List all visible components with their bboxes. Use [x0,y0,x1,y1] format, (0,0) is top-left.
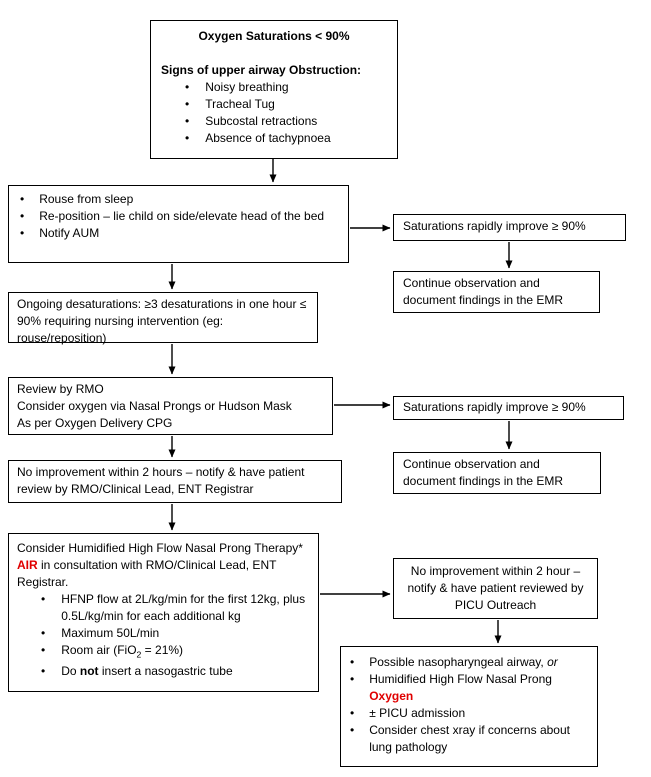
bullet-icon: • [41,643,46,657]
bullet-icon: • [20,192,25,206]
bullet-icon: • [20,209,25,223]
hfnp-air-highlight: AIR [17,558,38,572]
list-item-label: Re-position – lie child on side/elevate … [39,209,325,223]
npa-pre: Possible nasopharyngeal airway, [369,655,548,669]
flow-node-continue-obs-2: Continue observation and document findin… [393,452,601,494]
flow-node-ongoing-desaturations: Ongoing desaturations: ≥3 desaturations … [8,292,318,345]
bullet-icon: • [41,592,46,606]
list-item-label: Noisy breathing [205,80,289,94]
node-text: Saturations rapidly improve ≥ 90% [403,400,586,414]
flow-node-sats-improve-1: Saturations rapidly improve ≥ 90% [393,214,626,241]
list-item-label: Humidified High Flow Nasal Prong Oxygen [369,671,591,705]
list-item: • Consider chest xray if concerns about l… [347,722,591,756]
bullet-icon: • [350,655,355,669]
bullet-icon: • [185,114,190,128]
room-air-post: = 21%) [141,643,184,657]
list-item-label: Absence of tachypnoea [205,131,331,145]
list-item-label: Consider chest xray if concerns about lu… [369,723,570,754]
list-item: • Maximum 50L/min [17,625,310,642]
list-item: • HFNP flow at 2L/kg/min for the first 12… [17,591,310,625]
flow-node-escalation: • Possible nasopharyngeal airway, or • Hum… [340,646,598,767]
list-item-label: Tracheal Tug [205,97,275,111]
hfnp-oxygen-pre: Humidified High Flow Nasal Prong [369,672,552,686]
list-item: • Absence of tachypnoea [161,130,387,147]
spacer [161,45,387,62]
ngt-post: insert a nasogastric tube [98,664,233,679]
npa-or-italic: or [547,655,558,669]
flow-node-start: Oxygen Saturations < 90% Signs of upper … [150,20,398,159]
hfnp-text-pre: Consider Humidified High Flow Nasal Pron… [17,541,303,555]
room-air-subscript: 2 [136,649,142,660]
list-item: • Tracheal Tug [161,96,387,113]
list-item: • Do not insert a nasogastric tube [17,663,310,680]
bullet-icon: • [185,131,190,145]
list-item-label: Maximum 50L/min [61,626,160,640]
list-item: • Notify AUM [17,225,340,242]
list-item-label: Rouse from sleep [39,192,134,206]
list-item: • Humidified High Flow Nasal Prong Oxygen [347,671,591,705]
list-item-label: Notify AUM [39,226,100,240]
list-item-label: ± PICU admission [369,706,466,720]
node-text-line: As per Oxygen Delivery CPG [17,416,173,430]
node-text: Continue observation and document findin… [403,276,564,307]
hfnp-text-post: in consultation with RMO/Clinical Lead, … [17,558,277,589]
flow-node-rmo-review: Review by RMO Consider oxygen via Nasal … [8,377,333,435]
node-text-line: Consider oxygen via Nasal Prongs or Huds… [17,399,292,413]
list-item: • Room air (FiO2 = 21%) [17,642,310,663]
flow-node-sats-improve-2: Saturations rapidly improve ≥ 90% [393,396,624,420]
oxygen-highlight: Oxygen [369,689,414,703]
bullet-icon: • [350,706,355,720]
list-item-label: Room air (FiO2 = 21%) [61,642,183,663]
flow-node-hfnp-therapy: Consider Humidified High Flow Nasal Pron… [8,533,319,692]
list-item: • Re-position – lie child on side/elevate… [17,208,340,225]
bullet-icon: • [185,80,190,94]
flow-node-no-improvement-2hrs: No improvement within 2 hours – notify &… [8,460,342,503]
flow-node-picu-outreach: No improvement within 2 hour – notify & … [393,558,598,619]
list-item: • Possible nasopharyngeal airway, or [347,654,591,671]
list-item: • Noisy breathing [161,79,387,96]
ngt-bold: not [79,664,99,679]
bullet-icon: • [41,626,46,640]
bullet-icon: • [350,672,355,686]
node-text: No improvement within 2 hour – notify & … [407,564,584,612]
start-heading: Signs of upper airway Obstruction: [161,63,362,77]
node-text-line: Review by RMO [17,382,104,396]
node-text: Continue observation and document findin… [403,457,564,488]
flow-node-continue-obs-1: Continue observation and document findin… [393,271,600,313]
node-text: Ongoing desaturations: ≥3 desaturations … [17,297,307,345]
list-item-label: Do not insert a nasogastric tube [61,663,232,680]
hfnp-paragraph: Consider Humidified High Flow Nasal Pron… [17,540,310,591]
list-item-label: Possible nasopharyngeal airway, or [369,654,558,671]
bullet-icon: • [41,664,46,679]
list-item: • Subcostal retractions [161,113,387,130]
list-item: • Rouse from sleep [17,191,340,208]
ngt-pre: Do [61,664,80,679]
bullet-icon: • [185,97,190,111]
list-item-label: Subcostal retractions [205,114,318,128]
node-text: No improvement within 2 hours – notify &… [17,465,305,496]
room-air-pre: Room air (FiO [61,643,137,657]
node-text: Saturations rapidly improve ≥ 90% [403,219,586,233]
start-title: Oxygen Saturations < 90% [198,29,350,43]
list-item: • ± PICU admission [347,705,591,722]
list-item-label: HFNP flow at 2L/kg/min for the first 12k… [61,592,306,623]
bullet-icon: • [350,723,355,737]
flow-node-initial-actions: • Rouse from sleep • Re-position – lie chi… [8,185,349,263]
bullet-icon: • [20,226,25,240]
